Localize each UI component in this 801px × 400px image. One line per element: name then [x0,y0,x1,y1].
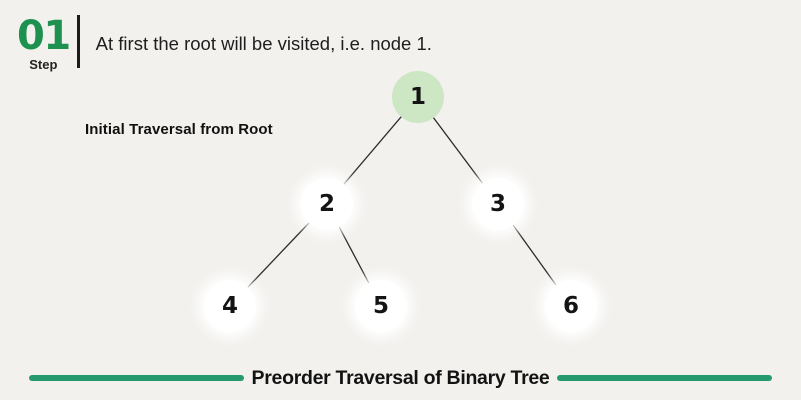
header-divider [76,15,80,68]
footer-right-bar [557,375,773,381]
tree-node-2: 2 [301,178,353,230]
step-label: Step [29,56,58,72]
tree-node-4: 4 [204,280,256,332]
tree-node-1: 1 [392,71,444,123]
step-number: 01 [17,13,71,59]
tree-node-5: 5 [355,280,407,332]
footer-title: Preorder Traversal of Binary Tree [251,366,550,389]
step-description: At first the root will be visited, i.e. … [95,33,432,54]
tree-node-6: 6 [545,280,597,332]
step-block: 01 Step [17,13,71,72]
footer: Preorder Traversal of Binary Tree [29,366,773,389]
tree-caption: Initial Traversal from Root [85,121,273,138]
step-header: 01 Step At first the root will be visite… [17,14,432,72]
tree-node-3: 3 [472,178,524,230]
footer-left-bar [29,375,244,381]
